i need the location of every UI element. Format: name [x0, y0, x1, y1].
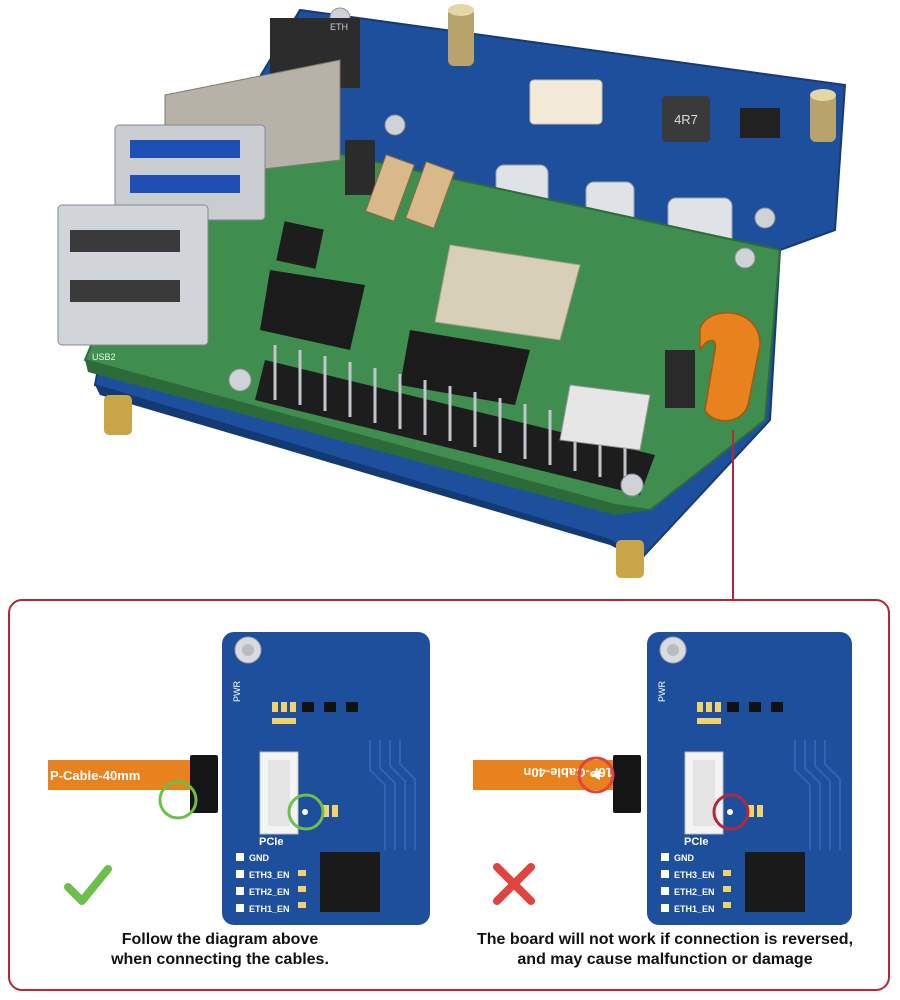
- gpio-header: [255, 345, 655, 495]
- check-icon: [64, 865, 112, 905]
- inductor-label: 4R7: [674, 112, 698, 127]
- cross-icon: [493, 863, 535, 905]
- soc-chip: [260, 270, 365, 350]
- standoff: [810, 92, 836, 142]
- wrong-caption-line2: and may cause malfunction or damage: [517, 951, 813, 968]
- callout-line: [732, 430, 734, 600]
- correct-caption-line1: Follow the diagram above: [121, 931, 319, 948]
- pwr-silk: PWR: [657, 681, 667, 702]
- cable-marker-highlight: [577, 756, 615, 794]
- pin-label: ETH3_EN: [674, 870, 715, 880]
- cable-label: P-Cable-40mm: [50, 768, 140, 783]
- correct-caption: Follow the diagram above when connecting…: [40, 930, 400, 970]
- ethernet-switch-chip: [745, 852, 805, 912]
- wrong-caption: The board will not work if connection is…: [445, 930, 885, 970]
- pin-label: GND: [674, 853, 695, 863]
- standoff: [104, 395, 132, 435]
- ram-chip: [400, 330, 530, 405]
- pin-label: ETH1_EN: [249, 904, 290, 914]
- connector-marker-highlight: [712, 793, 750, 831]
- metal-shield: [434, 244, 581, 341]
- standoff: [616, 540, 644, 578]
- pin-label: GND: [249, 853, 270, 863]
- correct-connection-diagram: PWR PCIe GND ETH3_EN ETH2_EN ETH1_EN P-C…: [48, 632, 430, 925]
- pin-label: ETH3_EN: [249, 870, 290, 880]
- fpc-ribbon-cable: [699, 312, 761, 422]
- wrong-connection-diagram: PWR PCIe GND ETH3_EN ETH2_EN ETH1_EN 16P…: [473, 632, 852, 925]
- ethernet-switch-chip: [320, 852, 380, 912]
- fpc-cable: [48, 760, 198, 790]
- standoff: [448, 8, 474, 66]
- pwr-silk: PWR: [232, 681, 242, 702]
- usb-port-stack: [57, 204, 209, 346]
- wrong-caption-line1: The board will not work if connection is…: [476, 931, 854, 948]
- pcie-silk: PCIe: [684, 836, 708, 848]
- eth-silk: ETH: [330, 22, 348, 32]
- orientation-dot: [727, 809, 733, 815]
- pin-label: ETH1_EN: [674, 904, 715, 914]
- connector-marker-highlight: [287, 793, 325, 831]
- inductor: [662, 96, 710, 142]
- fan-connector: [529, 79, 603, 125]
- usb2-silk: USB2: [92, 352, 116, 362]
- pcie-silk: PCIe: [259, 836, 283, 848]
- pin-label: ETH2_EN: [249, 887, 290, 897]
- orientation-dot: [302, 809, 308, 815]
- pin-label: ETH2_EN: [674, 887, 715, 897]
- cable-marker-highlight: [158, 780, 198, 820]
- product-photo: 4R7 ETH USB2: [57, 4, 847, 578]
- correct-caption-line2: when connecting the cables.: [111, 951, 329, 968]
- cable-label: 16P-Cable-40n: [523, 765, 613, 780]
